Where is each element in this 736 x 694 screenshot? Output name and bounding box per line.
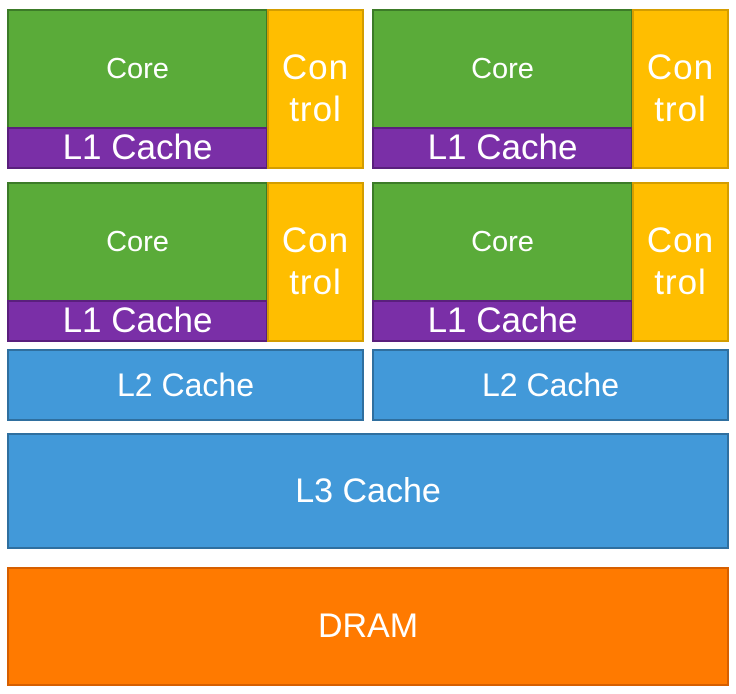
l1-cache-block: L1 Cache [7,300,268,342]
control-label-line-1: Con [646,48,715,87]
control-label-line-2: trol [654,263,707,302]
l2-cache-label: L2 Cache [117,366,254,403]
l1-cache-block: L1 Cache [7,127,268,169]
control-label-line-1: Con [281,221,350,260]
core-label: Core [106,52,169,85]
l1-cache-label: L1 Cache [62,301,213,340]
l2-cache-label: L2 Cache [482,366,619,403]
core-block: Core [7,9,268,129]
control-label-line-1: Con [281,48,350,87]
control-block: Con trol [632,9,729,169]
l2-cache-block: L2 Cache [7,349,364,421]
core-label: Core [471,52,534,85]
l1-cache-label: L1 Cache [62,128,213,167]
control-label-line-2: trol [289,90,342,129]
l1-cache-block: L1 Cache [372,300,633,342]
control-label-line-2: trol [654,90,707,129]
dram-label: DRAM [317,607,419,645]
control-label-line-1: Con [646,221,715,260]
dram-block: DRAM [7,567,729,686]
control-block: Con trol [632,182,729,342]
control-block: Con trol [267,182,364,342]
control-block: Con trol [267,9,364,169]
core-label: Core [471,225,534,258]
core-label: Core [106,225,169,258]
l1-cache-label: L1 Cache [427,128,578,167]
core-block: Core [372,182,633,302]
core-block: Core [372,9,633,129]
core-block: Core [7,182,268,302]
control-label-line-2: trol [289,263,342,302]
l2-cache-block: L2 Cache [372,349,729,421]
l1-cache-block: L1 Cache [372,127,633,169]
l1-cache-label: L1 Cache [427,301,578,340]
l3-cache-label: L3 Cache [295,471,441,510]
l3-cache-block: L3 Cache [7,433,729,549]
